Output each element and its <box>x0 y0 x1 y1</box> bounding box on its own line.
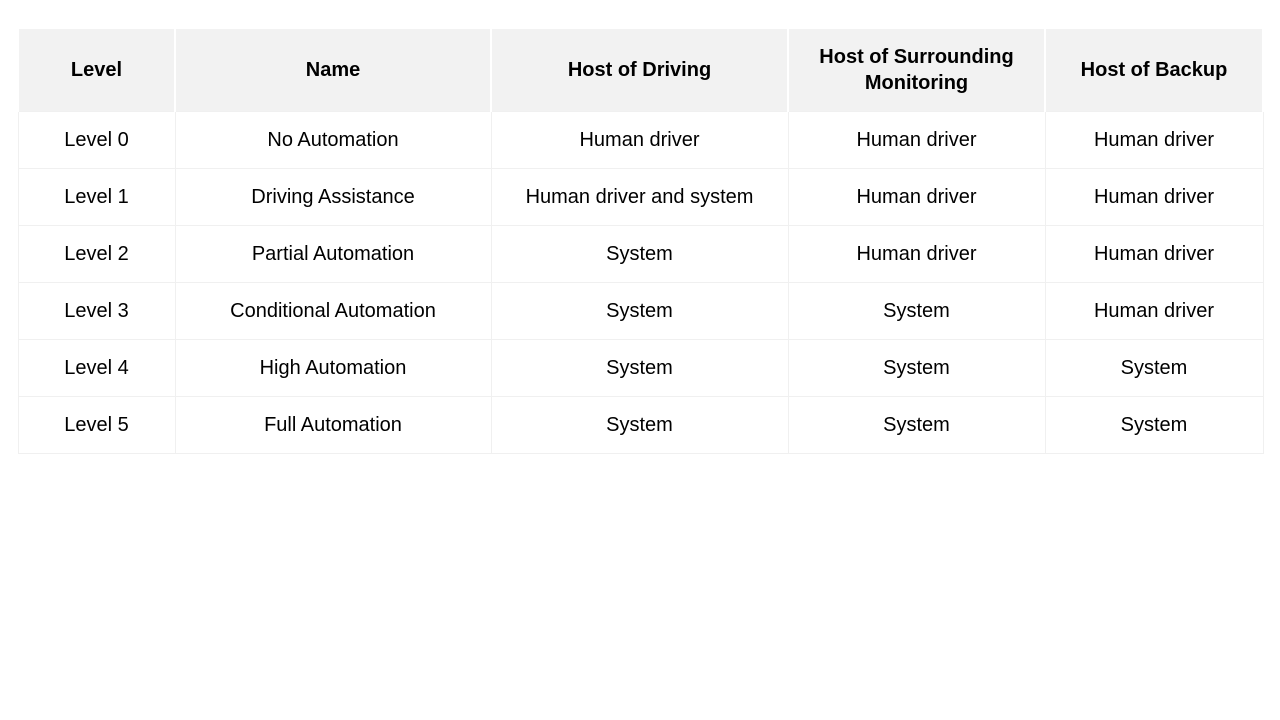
cell-level: Level 4 <box>17 339 176 397</box>
cell-host-of-backup: System <box>1044 396 1264 454</box>
cell-level: Level 0 <box>17 111 176 169</box>
cell-host-of-monitoring: Human driver <box>787 168 1046 226</box>
table-row: Level 5 Full Automation System System Sy… <box>17 396 1264 454</box>
cell-level: Level 3 <box>17 282 176 340</box>
cell-host-of-backup: System <box>1044 339 1264 397</box>
header-host-of-backup: Host of Backup <box>1044 29 1264 112</box>
cell-host-of-monitoring: System <box>787 396 1046 454</box>
cell-host-of-driving: Human driver and system <box>490 168 789 226</box>
cell-name: Driving Assistance <box>174 168 492 226</box>
cell-host-of-driving: System <box>490 282 789 340</box>
table-row: Level 2 Partial Automation System Human … <box>17 225 1264 283</box>
header-name: Name <box>174 29 492 112</box>
table-row: Level 0 No Automation Human driver Human… <box>17 111 1264 169</box>
cell-name: High Automation <box>174 339 492 397</box>
cell-name: Conditional Automation <box>174 282 492 340</box>
cell-name: No Automation <box>174 111 492 169</box>
table-row: Level 3 Conditional Automation System Sy… <box>17 282 1264 340</box>
header-host-of-driving: Host of Driving <box>490 29 789 112</box>
table-row: Level 1 Driving Assistance Human driver … <box>17 168 1264 226</box>
cell-level: Level 1 <box>17 168 176 226</box>
cell-host-of-backup: Human driver <box>1044 111 1264 169</box>
cell-host-of-monitoring: System <box>787 339 1046 397</box>
cell-host-of-monitoring: Human driver <box>787 225 1046 283</box>
cell-host-of-driving: System <box>490 339 789 397</box>
cell-host-of-monitoring: System <box>787 282 1046 340</box>
cell-level: Level 2 <box>17 225 176 283</box>
cell-host-of-backup: Human driver <box>1044 168 1264 226</box>
cell-level: Level 5 <box>17 396 176 454</box>
cell-name: Full Automation <box>174 396 492 454</box>
cell-name: Partial Automation <box>174 225 492 283</box>
cell-host-of-monitoring: Human driver <box>787 111 1046 169</box>
header-host-of-surrounding-monitoring: Host of Surrounding Monitoring <box>787 29 1046 112</box>
cell-host-of-backup: Human driver <box>1044 282 1264 340</box>
cell-host-of-driving: Human driver <box>490 111 789 169</box>
automation-levels-table: Level Name Host of Driving Host of Surro… <box>17 29 1264 454</box>
table-header-row: Level Name Host of Driving Host of Surro… <box>17 29 1264 112</box>
table-row: Level 4 High Automation System System Sy… <box>17 339 1264 397</box>
header-level: Level <box>17 29 176 112</box>
cell-host-of-driving: System <box>490 396 789 454</box>
cell-host-of-driving: System <box>490 225 789 283</box>
cell-host-of-backup: Human driver <box>1044 225 1264 283</box>
